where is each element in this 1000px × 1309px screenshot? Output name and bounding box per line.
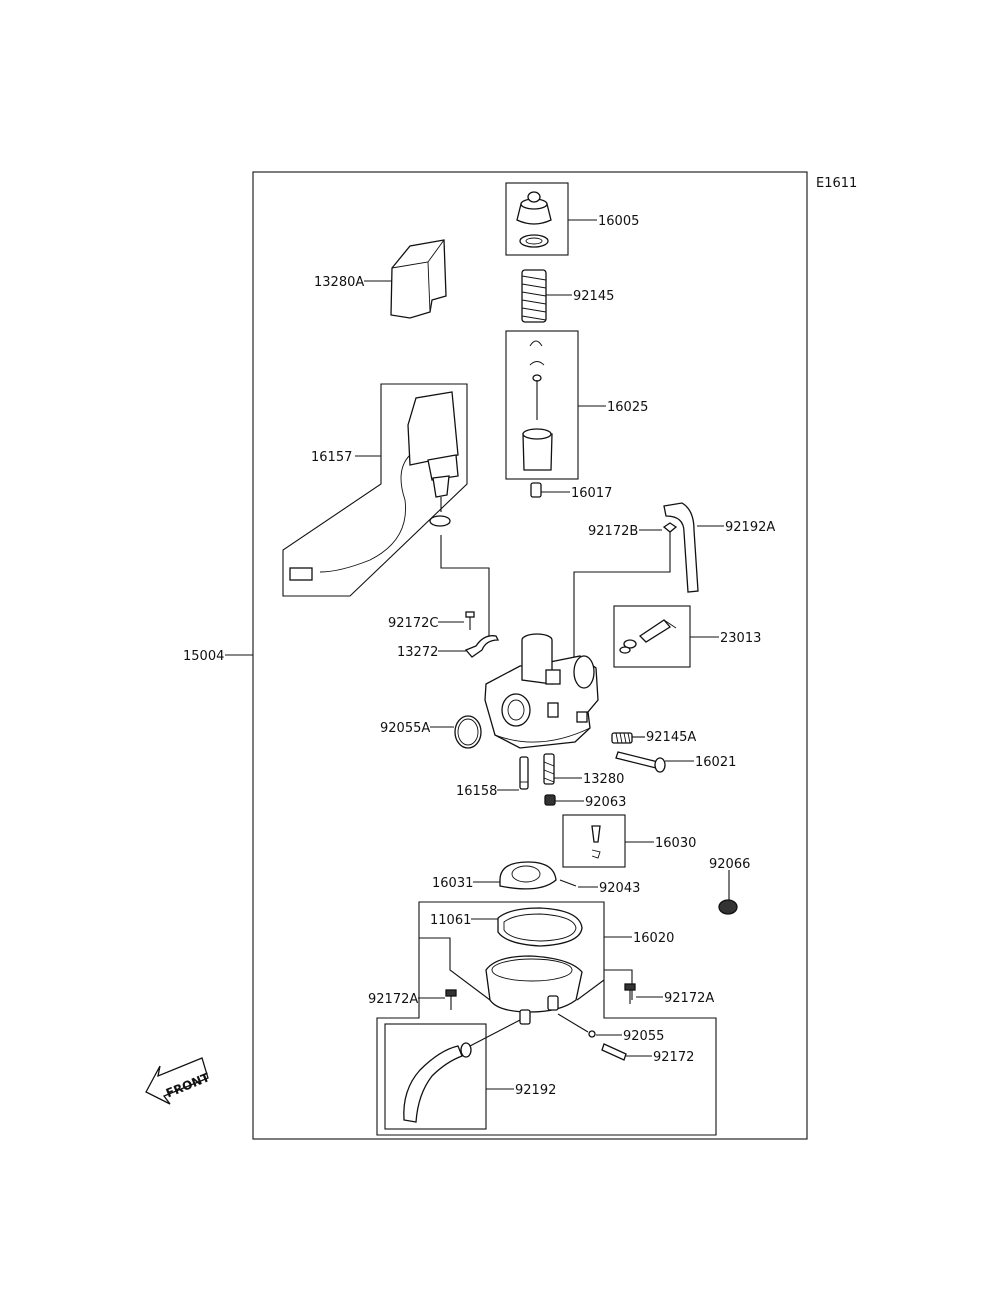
part-13272-clamp [464,635,500,658]
part-label-16030: 16030 [655,836,696,851]
part-float-chamber [485,955,583,1025]
part-label-92192A: 92192A [725,520,775,535]
part-16157-auto-choke [282,383,468,597]
part-label-92145A: 92145A [646,730,696,745]
part-label-92172A-right: 92172A [664,991,714,1006]
part-23013-pilot-screw-set [613,605,691,668]
part-16021-screw [615,751,666,773]
part-label-92043: 92043 [599,881,640,896]
front-direction-arrow: FRONT [145,1057,212,1105]
part-label-92145: 92145 [573,289,614,304]
part-92192A-vent-hose [663,502,699,593]
part-92055A-o-ring [454,715,482,749]
part-16017-jet [530,482,542,498]
part-11061-gasket [497,907,583,947]
part-label-23013: 23013 [720,631,761,646]
part-label-15004: 15004 [183,649,224,664]
part-92066-plug [718,899,738,915]
part-92063-jet [544,794,556,806]
part-92055-o-ring [588,1030,596,1038]
part-13280A-cover [390,239,447,319]
part-16025-throttle-valve [505,330,579,480]
part-label-16158: 16158 [456,784,497,799]
part-92172C-screw [465,611,475,630]
part-92172A-left-screw [445,989,457,1010]
part-label-16025: 16025 [607,400,648,415]
part-label-92066: 92066 [709,857,750,872]
part-label-13280: 13280 [583,772,624,787]
part-label-92055A: 92055A [380,721,430,736]
part-label-11061: 11061 [430,913,471,928]
part-16005-cap [505,182,569,256]
part-label-92172: 92172 [653,1050,694,1065]
carburetor-body [484,633,599,749]
part-92192-drain-hose [403,1042,472,1123]
part-92172A-right-screw [624,983,636,1004]
part-label-16020: 16020 [633,931,674,946]
part-92145A-spring [611,732,633,744]
part-label-92172B: 92172B [588,524,638,539]
part-label-92172C: 92172C [388,616,438,631]
diagram-code: E1611 [816,176,857,191]
part-92145-spring [521,269,547,323]
part-label-92192: 92192 [515,1083,556,1098]
part-label-92172A-left: 92172A [368,992,418,1007]
part-16158-jet-tube [519,756,529,790]
part-label-92055: 92055 [623,1029,664,1044]
part-label-16021: 16021 [695,755,736,770]
part-16031-float [499,861,557,890]
part-16030-float-valve [562,814,626,868]
part-label-16005: 16005 [598,214,639,229]
part-label-92063: 92063 [585,795,626,810]
part-13280-needle-jet [543,753,555,785]
part-92043-pin [559,879,577,887]
part-label-16031: 16031 [432,876,473,891]
part-92172-drain-screw [601,1043,627,1061]
part-label-13272: 13272 [397,645,438,660]
part-label-16157: 16157 [311,450,352,465]
part-label-13280A: 13280A [314,275,364,290]
part-label-16017: 16017 [571,486,612,501]
